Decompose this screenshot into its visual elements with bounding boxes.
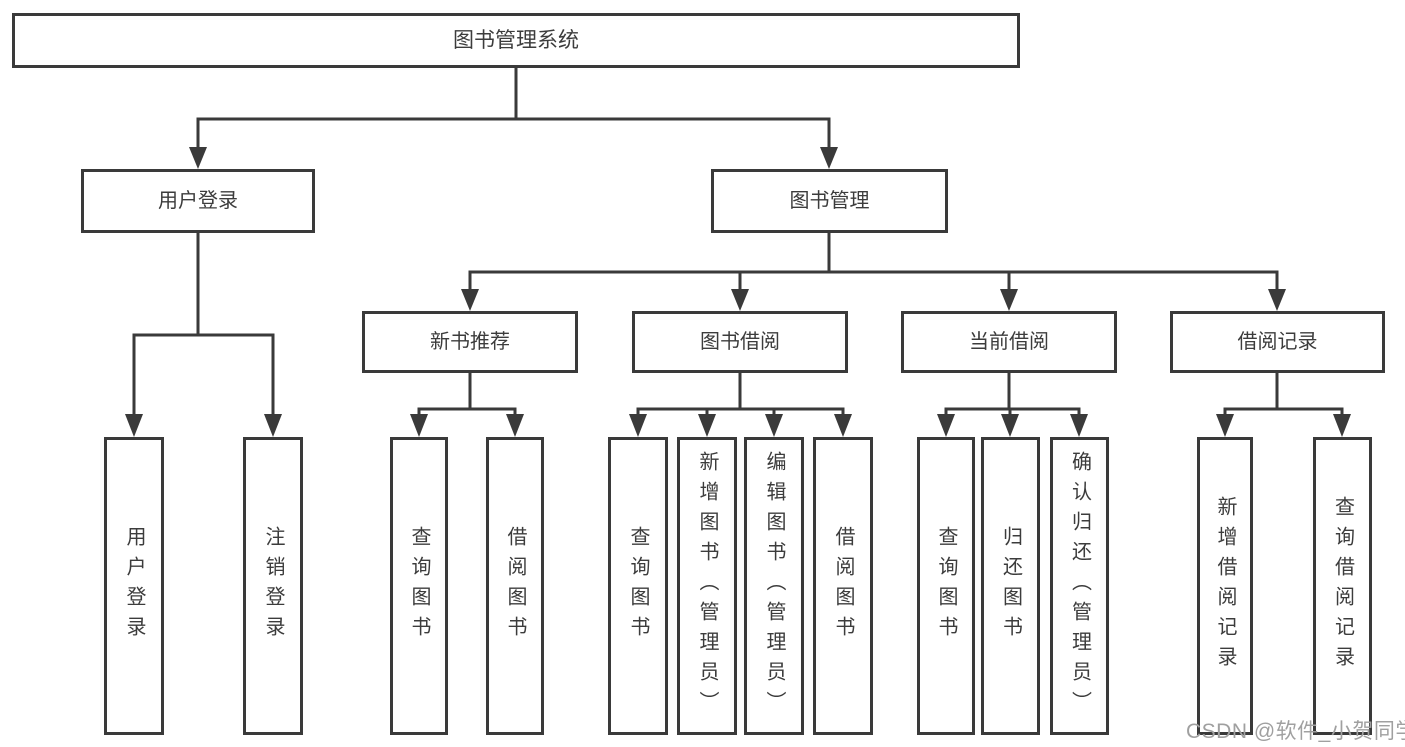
node-root: 图书管理系统	[12, 13, 1020, 68]
leaf-borrow-books-2: 借阅图书	[813, 437, 873, 735]
leaf-edit-books-admin: 编辑图书（管理员）	[744, 437, 804, 735]
node-borrow-records: 借阅记录	[1170, 311, 1385, 373]
leaf-add-borrow-record: 新增借阅记录	[1197, 437, 1253, 735]
leaf-query-borrow-record: 查询借阅记录	[1313, 437, 1372, 735]
leaf-query-books-2: 查询图书	[608, 437, 668, 735]
node-user-login-group: 用户登录	[81, 169, 315, 233]
node-new-book-recommend: 新书推荐	[362, 311, 578, 373]
node-current-borrow: 当前借阅	[901, 311, 1117, 373]
leaf-query-books-3: 查询图书	[917, 437, 975, 735]
leaf-query-books-1: 查询图书	[390, 437, 448, 735]
node-book-management: 图书管理	[711, 169, 948, 233]
leaf-confirm-return-admin: 确认归还（管理员）	[1050, 437, 1109, 735]
leaf-logout: 注销登录	[243, 437, 303, 735]
leaf-user-login: 用户登录	[104, 437, 164, 735]
leaf-return-books: 归还图书	[981, 437, 1040, 735]
leaf-add-books-admin: 新增图书（管理员）	[677, 437, 737, 735]
node-book-borrow: 图书借阅	[632, 311, 848, 373]
csdn-watermark: CSDN @软件_小贺同学	[1186, 720, 1405, 743]
leaf-borrow-books-1: 借阅图书	[486, 437, 544, 735]
